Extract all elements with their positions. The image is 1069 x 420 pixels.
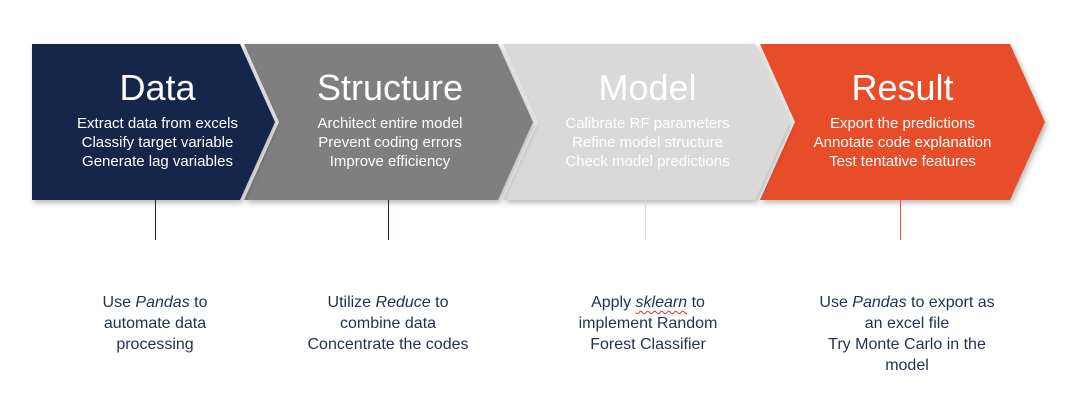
chevron-data bbox=[32, 44, 275, 200]
library-name: Pandas bbox=[135, 294, 190, 311]
stage-detail-line: Architect entire model bbox=[317, 115, 463, 132]
stage-detail-line: Classify target variable bbox=[81, 134, 234, 151]
connector-line-model bbox=[645, 200, 646, 240]
library-name: sklearn bbox=[635, 294, 688, 311]
note-line: automate data bbox=[103, 315, 207, 332]
note-line: an excel file bbox=[864, 315, 950, 332]
note-data: Use Pandas to automate data processing bbox=[60, 292, 250, 355]
note-line: Utilize Reduce to bbox=[327, 294, 449, 311]
stage-title: Data bbox=[119, 67, 196, 108]
stage-detail-line: Refine model structure bbox=[572, 134, 723, 151]
note-line: Apply sklearn to bbox=[591, 294, 705, 311]
note-line: processing bbox=[116, 336, 194, 353]
chevron-model bbox=[503, 44, 790, 200]
connector-line-structure bbox=[388, 200, 389, 240]
note-line: implement Random bbox=[578, 315, 718, 332]
note-line: Forest Classifier bbox=[590, 336, 706, 353]
stage-detail-line: Test tentative features bbox=[829, 153, 976, 170]
stage-title: Model bbox=[598, 67, 697, 108]
stage-detail-line: Extract data from excels bbox=[77, 115, 238, 132]
library-name: Pandas bbox=[852, 294, 907, 311]
stage-detail-line: Prevent coding errors bbox=[318, 134, 462, 151]
stage-detail-line: Generate lag variables bbox=[82, 153, 233, 170]
note-line: combine data bbox=[339, 315, 437, 332]
stage-detail-line: Check model predictions bbox=[565, 153, 730, 170]
stage-detail-line: Calibrate RF parameters bbox=[565, 115, 730, 132]
connector-line-data bbox=[155, 200, 156, 240]
stage-title: Result bbox=[851, 67, 954, 108]
library-name: Reduce bbox=[375, 294, 431, 311]
stage-detail-line: Export the predictions bbox=[829, 115, 976, 132]
stage-detail-line: Annotate code explanation bbox=[813, 134, 992, 151]
note-line: Try Monte Carlo in the bbox=[828, 336, 986, 353]
note-line: Concentrate the codes bbox=[307, 336, 469, 353]
stage-title: Structure bbox=[316, 67, 464, 108]
connector-line-result bbox=[900, 200, 901, 240]
stage-detail-line: Improve efficiency bbox=[329, 153, 451, 170]
chevron-structure bbox=[244, 44, 533, 200]
note-line: Use Pandas to bbox=[102, 294, 208, 311]
note-line: model bbox=[885, 357, 929, 374]
chevron-result bbox=[760, 44, 1045, 200]
note-line: Use Pandas to export as bbox=[819, 294, 995, 311]
